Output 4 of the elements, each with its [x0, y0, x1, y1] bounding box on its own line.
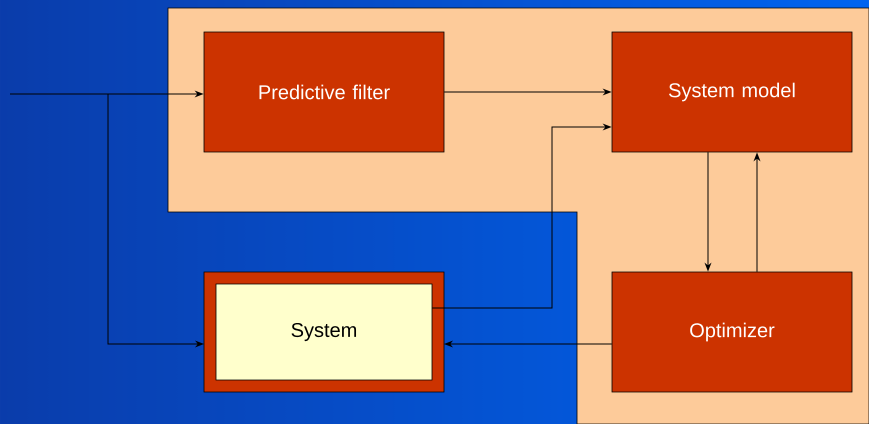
process-box: Predictive filter — [204, 32, 444, 152]
process-box: Optimizer — [612, 272, 852, 392]
process-box: System model — [612, 32, 852, 152]
system-box: System — [204, 272, 444, 392]
